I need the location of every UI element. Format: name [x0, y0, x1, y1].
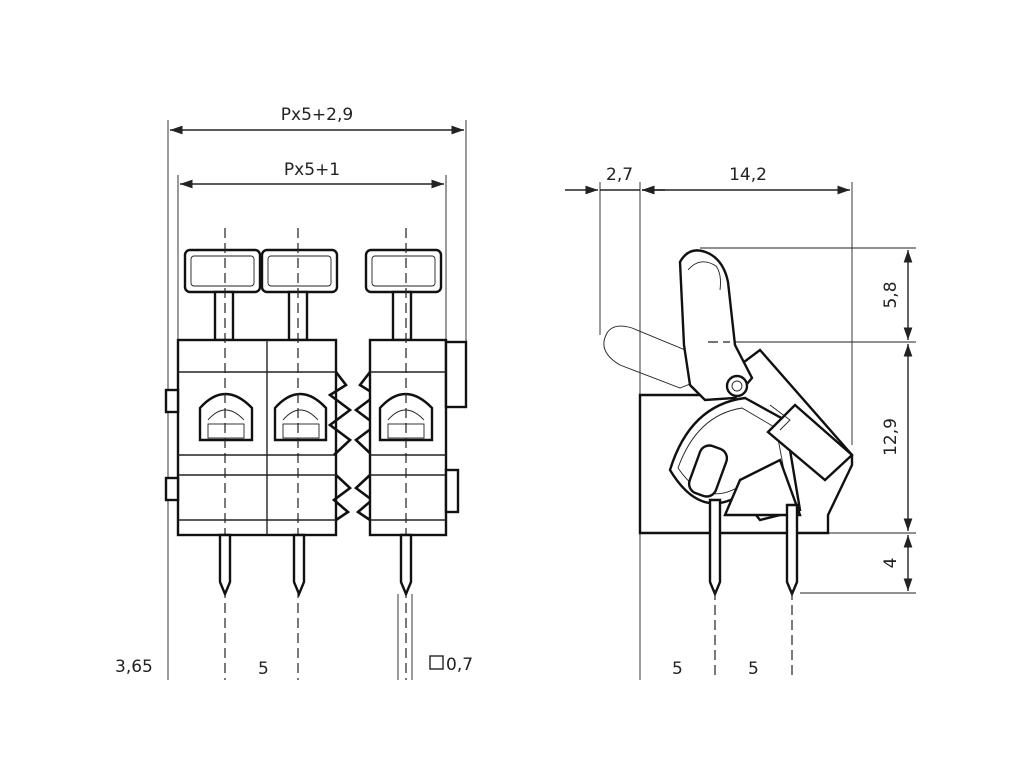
wire-entry-1	[198, 392, 254, 442]
lever-height-label: 5,8	[881, 281, 901, 308]
side-pin-2	[785, 503, 799, 598]
overall-width-label: Px5+2,9	[281, 105, 353, 125]
side-pin-1	[708, 498, 722, 598]
lever-height-dimension: 5,8	[881, 250, 913, 340]
pin-size-label: 0,7	[446, 655, 473, 675]
front-lever-1	[183, 248, 262, 342]
pin-size-callout: 0,7	[429, 655, 473, 675]
front-pin-2	[292, 533, 306, 598]
wire-entry-2	[273, 392, 328, 442]
pin-length-label: 4	[881, 558, 901, 569]
front-pitch-label: 5	[258, 659, 269, 679]
side-depth-dimension: 14,2	[642, 165, 850, 195]
side-lever	[678, 249, 754, 402]
side-offset-label: 2,7	[606, 165, 633, 185]
inner-width-label: Px5+1	[284, 160, 340, 180]
overall-width-dimension: Px5+2,9	[170, 105, 464, 135]
side-pitch-1-label: 5	[672, 659, 683, 679]
front-pin-3	[399, 533, 413, 598]
body-height-label: 12,9	[881, 418, 901, 456]
side-view: 2,7 14,2 5,8 12,9 4	[565, 165, 916, 680]
side-pitch-2-label: 5	[748, 659, 759, 679]
side-depth-label: 14,2	[729, 165, 767, 185]
edge-offset-label: 3,65	[115, 657, 153, 677]
front-view: Px5+2,9 Px5+1	[115, 105, 473, 680]
body-height-dimension: 12,9	[881, 344, 913, 531]
side-offset-dimension: 2,7	[565, 165, 665, 195]
side-housing	[638, 348, 854, 535]
pin-length-dimension: 4	[881, 535, 913, 591]
inner-width-dimension: Px5+1	[180, 160, 444, 189]
break-line	[327, 371, 353, 522]
front-lever-2	[260, 248, 339, 342]
front-lever-3	[364, 248, 443, 342]
front-pin-1	[218, 533, 232, 598]
